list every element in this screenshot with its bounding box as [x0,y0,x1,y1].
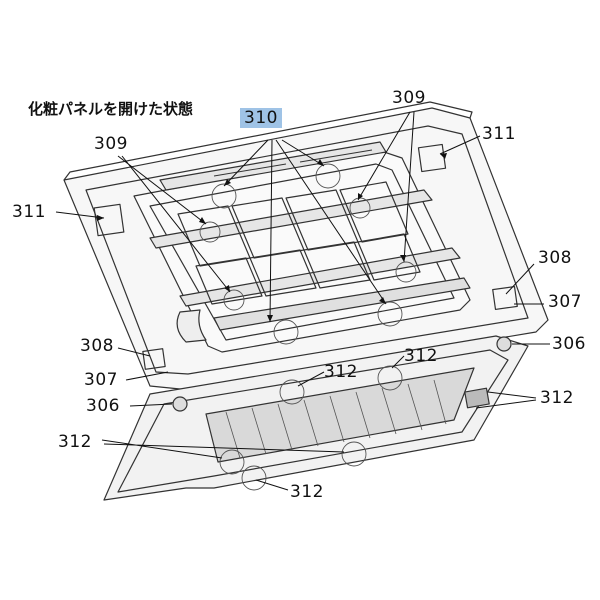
label-312-left: 312 [58,432,92,452]
leader-lines [55,111,550,491]
label-309-right: 309 [392,88,426,108]
label-311-right: 311 [482,124,516,144]
label-309-left: 309 [94,134,128,154]
label-308-left: 308 [80,336,114,356]
label-307-right: 307 [548,292,582,312]
front-panel [103,335,529,501]
label-311-left: 311 [12,202,46,222]
label-312-upper-left: 312 [324,362,358,382]
label-307-left: 307 [84,370,118,390]
caption: 化粧パネルを開けた状態 [28,100,194,118]
label-306-left: 306 [86,396,120,416]
arrowheads [97,153,447,322]
label-308-right: 308 [538,248,572,268]
label-312-bottom: 312 [290,482,324,502]
unit-body [63,101,549,391]
label-312-upper-right: 312 [404,346,438,366]
label-306-right: 306 [552,334,586,354]
label-310: 310 [240,108,282,128]
label-312-right: 312 [540,388,574,408]
